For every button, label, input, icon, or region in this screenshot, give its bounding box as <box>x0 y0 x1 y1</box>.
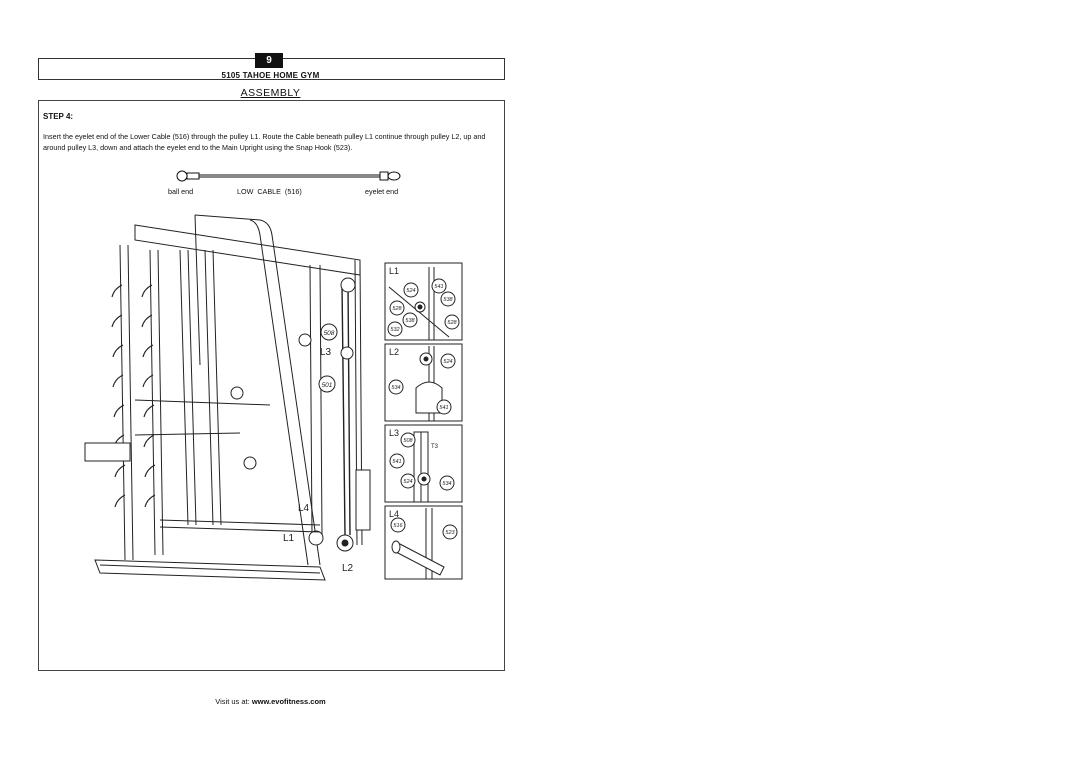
L4-part-523: 523 <box>445 530 455 536</box>
footer-url[interactable]: www.evofitness.com <box>251 697 326 706</box>
L1-part-528b: 528 <box>447 320 457 326</box>
step-instructions: Insert the eyelet end of the Lower Cable… <box>43 132 486 152</box>
L1-part-528a: 528 <box>392 306 402 312</box>
label-L2: L2 <box>342 563 354 574</box>
footer: Visit us at: www.evofitness.com <box>38 697 503 706</box>
L3-part-534: 534 <box>442 481 451 487</box>
L3-part-524: 524 <box>403 479 412 485</box>
label-L3: L3 <box>320 347 332 358</box>
L3-part-508: 508 <box>403 438 413 444</box>
gym-assembly-drawing: L4 L1 L3 L2 508 501 <box>84 214 371 581</box>
label-L1: L1 <box>283 533 295 544</box>
L1-part-541: 541 <box>434 284 443 290</box>
detail-L1: L1 524 541 538 528 538 528 532 <box>384 262 463 341</box>
L1-part-532: 532 <box>390 327 399 333</box>
low-cable-illustration <box>176 170 401 182</box>
L3-tag: T3 <box>431 444 439 450</box>
detail-L4-title: L4 <box>389 509 399 519</box>
L1-part-524: 524 <box>406 288 415 294</box>
model-title: 5105 TAHOE HOME GYM <box>221 71 320 80</box>
L2-part-541: 541 <box>439 405 448 411</box>
L1-part-538a: 538 <box>443 297 453 303</box>
detail-L2: L2 524 534 541 <box>384 343 463 422</box>
section-title: ASSEMBLY <box>240 87 301 99</box>
page-number: 9 <box>255 53 283 68</box>
detail-L1-title: L1 <box>389 266 399 276</box>
content-box <box>38 100 505 671</box>
L3-part-541: 541 <box>392 459 401 465</box>
detail-L3-title: L3 <box>389 428 399 438</box>
L1-part-538b: 538 <box>405 318 415 324</box>
detail-L2-title: L2 <box>389 347 399 357</box>
part-501: 501 <box>322 382 333 389</box>
footer-prefix: Visit us at: <box>215 697 252 706</box>
detail-L4: L4 516 523 <box>384 505 463 580</box>
step-label: STEP 4: <box>43 112 74 121</box>
L2-part-524: 524 <box>443 359 452 365</box>
ball-end-label: ball end <box>168 187 194 196</box>
cable-name-label: LOW CABLE (516) <box>237 187 302 196</box>
L2-part-534: 534 <box>391 385 400 391</box>
L4-part-516: 516 <box>393 523 403 529</box>
label-L4: L4 <box>298 503 310 514</box>
eyelet-end-label: eyelet end <box>365 187 399 196</box>
part-508: 508 <box>324 330 335 337</box>
detail-L3: L3 508 541 524 534 T3 <box>384 424 463 503</box>
